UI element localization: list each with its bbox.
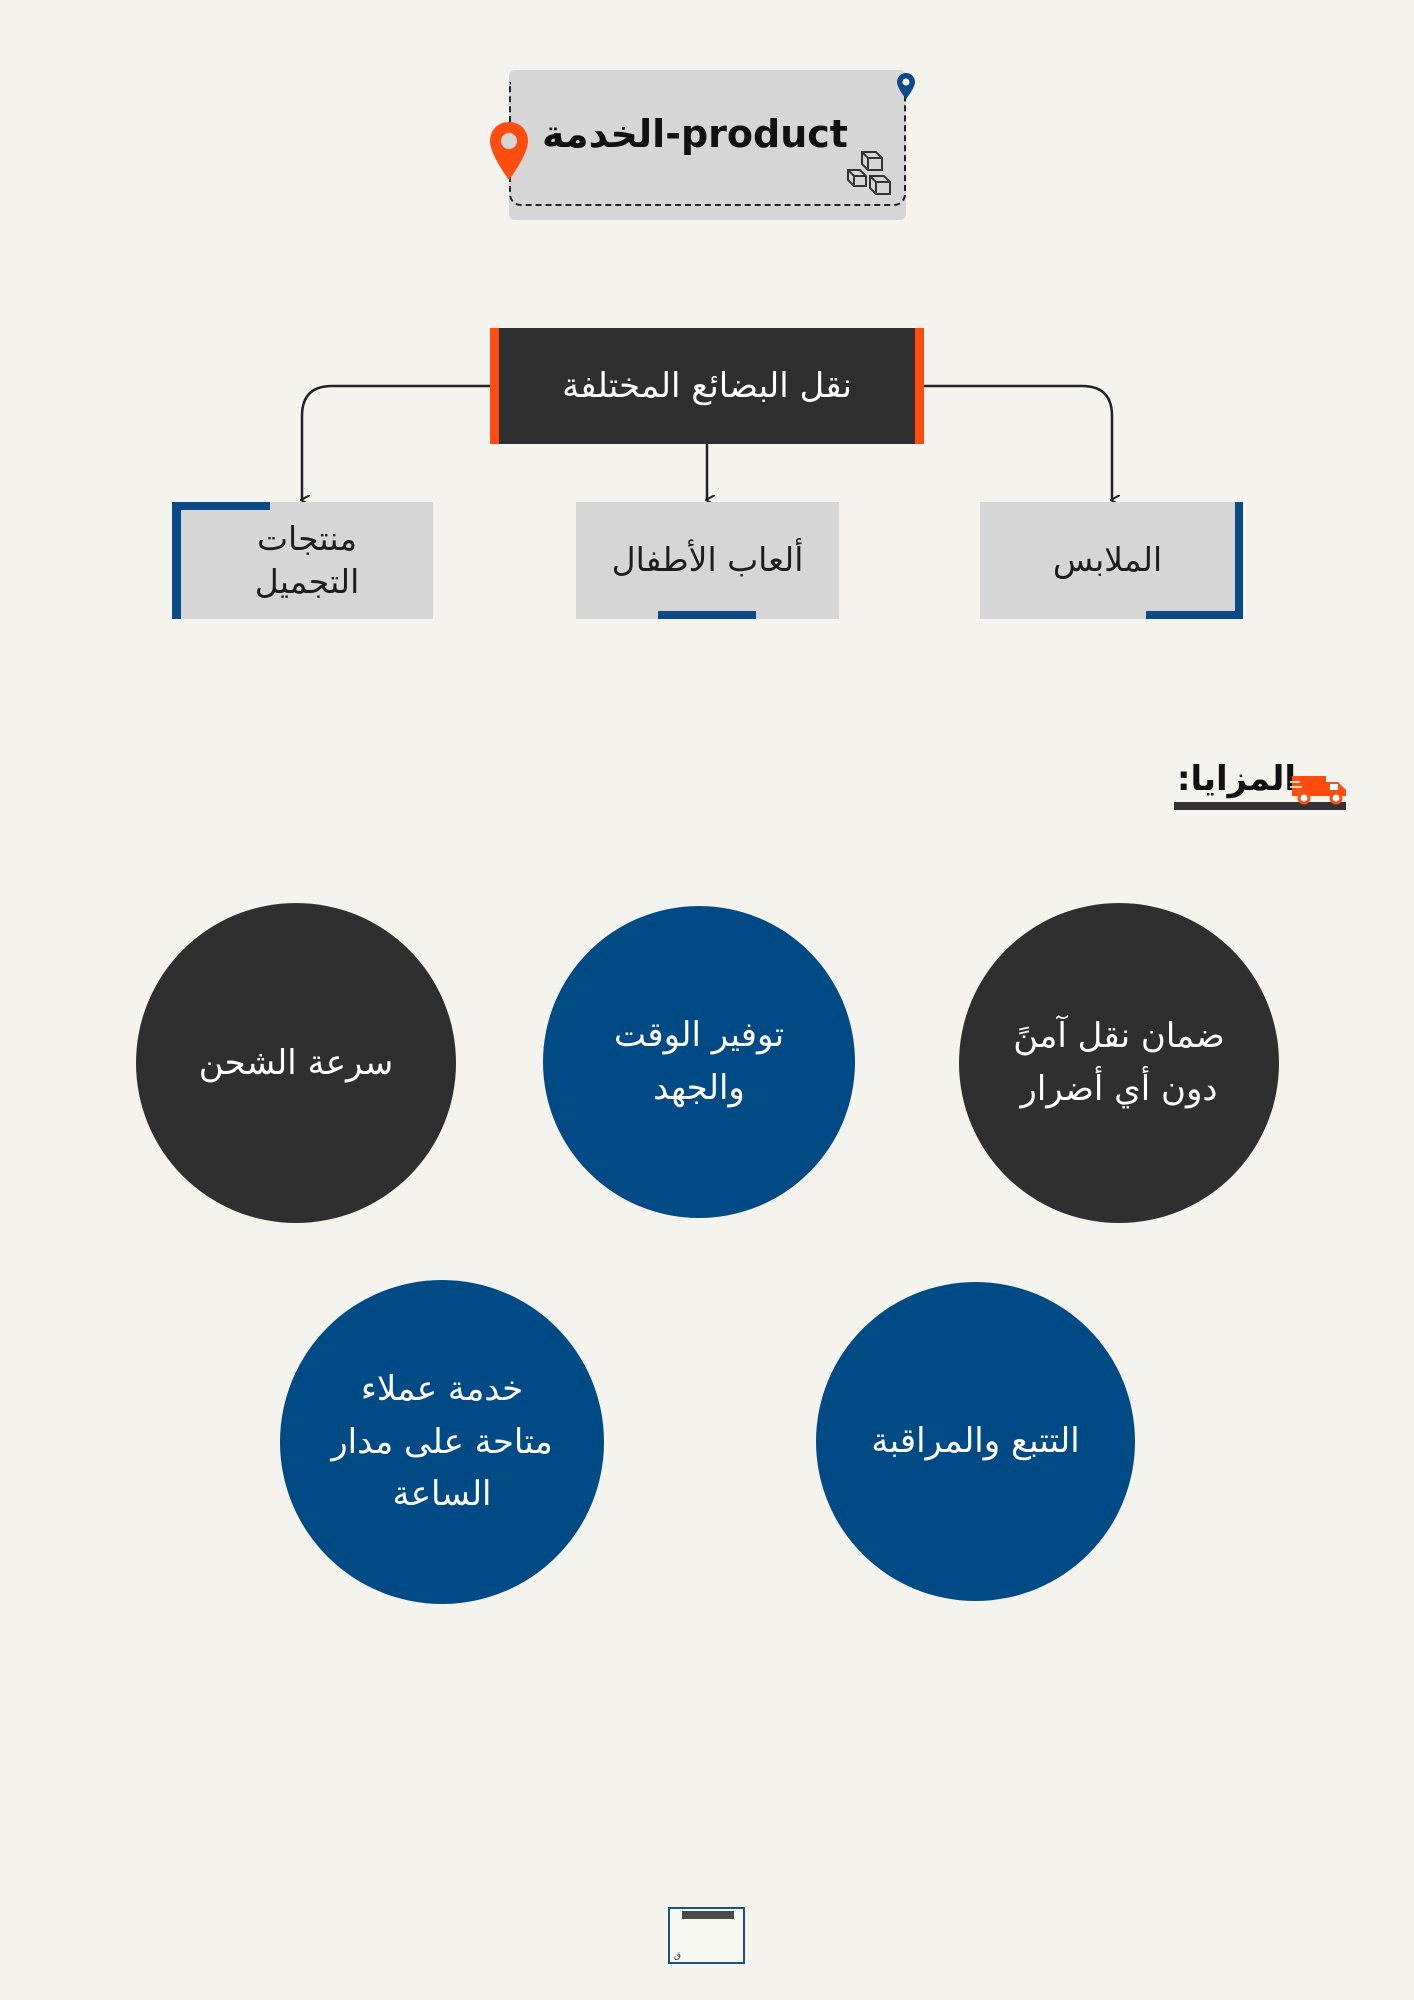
category-label: ألعاب الأطفال xyxy=(611,540,804,580)
features-title: المزايا: xyxy=(1176,759,1296,799)
feature-customer-service: خدمة عملاء متاحة على مدار الساعة xyxy=(280,1280,604,1604)
page-title: product-الخدمة xyxy=(542,112,848,156)
features-underline xyxy=(1174,802,1346,810)
truck-icon xyxy=(1290,776,1346,805)
title-card xyxy=(509,70,906,220)
feature-label: خدمة عملاء متاحة على مدار الساعة xyxy=(331,1368,553,1515)
location-pin-icon xyxy=(490,122,528,180)
category-toys: ألعاب الأطفال xyxy=(576,502,839,619)
feature-save-time: توفير الوقت والجهد xyxy=(543,906,855,1218)
feature-label: التتبع والمراقبة xyxy=(871,1421,1080,1462)
category-label: منتجات التجميل xyxy=(254,518,360,601)
feature-label: توفير الوقت والجهد xyxy=(613,1015,785,1108)
category-label: الملابس xyxy=(1052,540,1163,580)
category-clothes: الملابس xyxy=(980,502,1243,619)
main-service-banner: نقل البضائع المختلفة xyxy=(490,328,924,444)
feature-fast-shipping: سرعة الشحن xyxy=(136,903,456,1223)
accent-bar xyxy=(658,611,756,619)
category-cosmetics: منتجات التجميل xyxy=(172,502,433,619)
main-service-label: نقل البضائع المختلفة xyxy=(562,366,852,406)
footer-mark: ق xyxy=(674,1951,681,1961)
feature-label: ضمان نقل آمنً دون أي أضرار xyxy=(1013,1016,1225,1109)
boxes-icon xyxy=(847,151,891,195)
feature-safe-transport: ضمان نقل آمنً دون أي أضرار xyxy=(959,903,1279,1223)
accent-bar xyxy=(172,502,270,510)
accent-bar xyxy=(1146,611,1243,619)
footer-bar xyxy=(682,1911,734,1919)
feature-label: سرعة الشحن xyxy=(198,1042,394,1083)
feature-tracking: التتبع والمراقبة xyxy=(816,1282,1135,1601)
location-pin-small-icon xyxy=(897,73,915,99)
